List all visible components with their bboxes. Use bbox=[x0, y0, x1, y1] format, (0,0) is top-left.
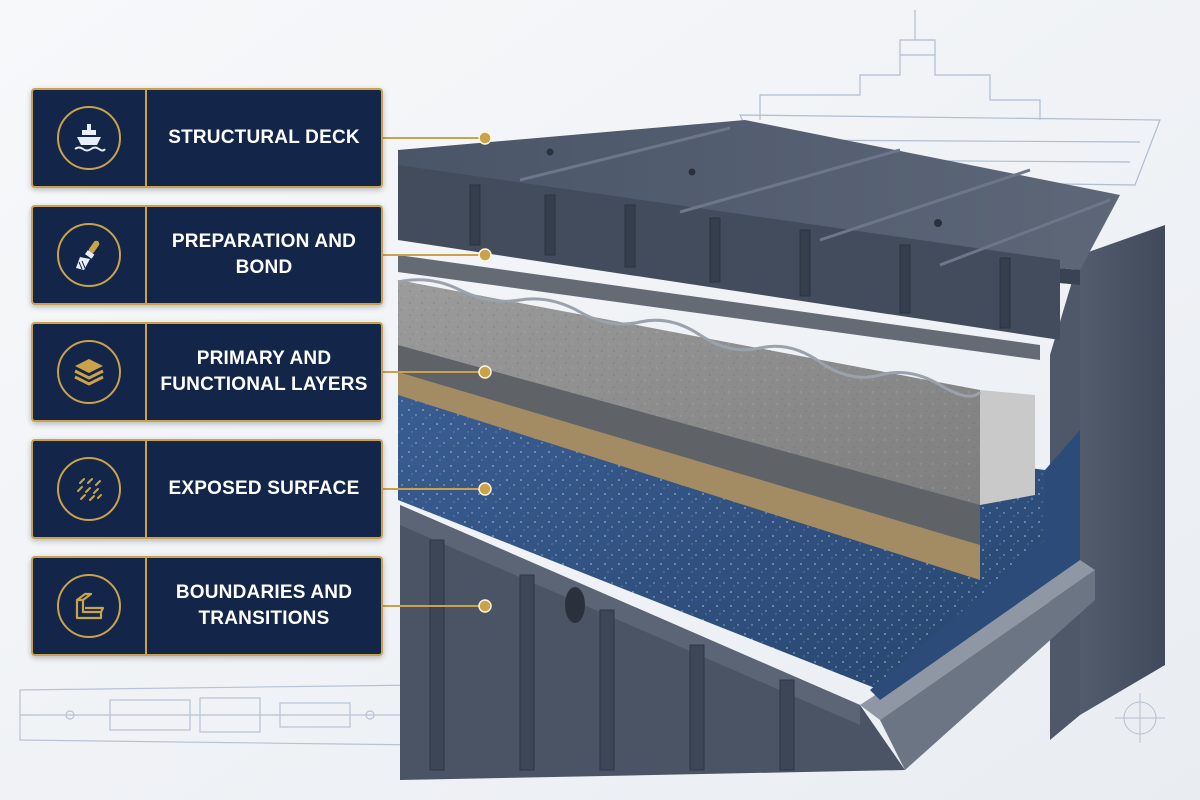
label-line: STRUCTURAL DECK bbox=[168, 127, 360, 149]
label-text: STRUCTURAL DECK bbox=[147, 90, 381, 186]
label-text: PREPARATION AND BOND bbox=[147, 207, 381, 303]
label-structural-deck: STRUCTURAL DECK bbox=[31, 88, 383, 188]
label-exposed-surface: EXPOSED SURFACE bbox=[31, 439, 383, 539]
leader-dot-primary-layers bbox=[478, 365, 492, 379]
label-boundaries-and-transitions: BOUNDARIES AND TRANSITIONS bbox=[31, 556, 383, 656]
label-text: PRIMARY AND FUNCTIONAL LAYERS bbox=[147, 324, 381, 420]
label-text: BOUNDARIES AND TRANSITIONS bbox=[147, 558, 381, 654]
label-line: PREPARATION AND BOND bbox=[171, 231, 357, 278]
leader-dot-structural-deck bbox=[478, 131, 492, 145]
paintbrush-icon bbox=[76, 240, 100, 270]
ship-icon bbox=[74, 124, 106, 152]
label-text: EXPOSED SURFACE bbox=[147, 441, 381, 537]
leader-dot-preparation-bond bbox=[478, 248, 492, 262]
label-line: FUNCTIONAL LAYERS bbox=[160, 374, 368, 395]
label-line: PRIMARY AND bbox=[196, 348, 332, 370]
label-line: TRANSITIONS bbox=[198, 608, 330, 629]
angle-profile-icon bbox=[75, 592, 105, 620]
label-line: BOUNDARIES AND bbox=[175, 582, 353, 604]
leader-dot-boundaries bbox=[478, 599, 492, 613]
texture-icon bbox=[77, 478, 102, 501]
label-line: EXPOSED SURFACE bbox=[168, 478, 360, 500]
label-primary-and-functional-layers: PRIMARY AND FUNCTIONAL LAYERS bbox=[31, 322, 383, 422]
label-preparation-and-bond: PREPARATION AND BOND bbox=[31, 205, 383, 305]
leader-dot-exposed-surface bbox=[478, 482, 492, 496]
layers-icon bbox=[74, 359, 104, 386]
